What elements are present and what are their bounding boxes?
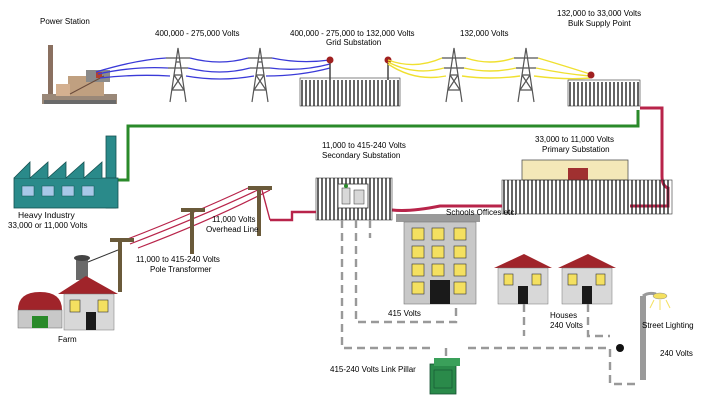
label-240v: 240 Volts	[660, 349, 693, 358]
label-link-pillar: 415-240 Volts Link Pillar	[330, 365, 416, 374]
label-bulk-voltage: 132,000 to 33,000 Volts	[557, 9, 641, 18]
cable-junction	[616, 344, 624, 352]
overhead-line	[110, 186, 272, 292]
label-overhead-voltage: 11,000 Volts	[212, 215, 255, 224]
label-415v: 415 Volts	[388, 309, 421, 318]
label-pole-transformer: Pole Transformer	[150, 265, 212, 274]
house-2	[558, 254, 616, 305]
label-pole-voltage: 11,000 to 415-240 Volts	[136, 255, 220, 264]
link-pillar	[429, 358, 460, 395]
label-heavy-industry: Heavy Industry	[18, 210, 75, 220]
label-primary-voltage: 33,000 to 11,000 Volts	[535, 135, 614, 144]
street-light	[640, 291, 671, 380]
secondary-substation	[315, 177, 393, 221]
line-to-heavy-industry	[110, 110, 640, 182]
label-street-lighting: Street Lighting	[642, 321, 694, 330]
line-400kv	[95, 57, 331, 80]
label-primary-substation: Primary Substation	[542, 145, 610, 154]
label-schools-offices: Schools Offices etc.	[446, 208, 517, 217]
label-secondary-substation: Secondary Substation	[322, 151, 400, 160]
lv-cables	[340, 220, 640, 386]
power-station	[42, 45, 117, 104]
heavy-industry-factory	[13, 135, 119, 209]
label-132kv: 132,000 Volts	[460, 29, 508, 38]
line-11kv-primary-secondary	[391, 204, 502, 212]
line-11kv-overhead-feed	[270, 210, 316, 222]
label-400-275kv: 400,000 - 275,000 Volts	[155, 29, 240, 38]
label-bulk-supply-point: Bulk Supply Point	[568, 19, 631, 28]
label-grid-substation-voltage: 400,000 - 275,000 to 132,000 Volts	[290, 29, 415, 38]
label-farm: Farm	[58, 335, 77, 344]
pylon-132kv-1	[442, 47, 466, 103]
house-1	[494, 254, 552, 305]
bulk-supply-point	[567, 71, 641, 107]
label-overhead-line: Overhead Line	[206, 225, 259, 234]
pylon-400kv-2	[248, 47, 272, 103]
pylon-132kv-2	[514, 47, 538, 103]
school-office-building	[396, 214, 480, 305]
label-power-station: Power Station	[40, 17, 90, 26]
label-houses: Houses	[550, 311, 577, 320]
label-grid-substation: Grid Substation	[326, 38, 381, 47]
farm-house	[58, 276, 118, 331]
label-secondary-voltage: 11,000 to 415-240 Volts	[322, 141, 406, 150]
grid-substation	[299, 56, 401, 107]
farm-barn	[17, 292, 63, 329]
label-heavy-industry-voltage: 33,000 or 11,000 Volts	[8, 221, 87, 230]
label-houses-voltage: 240 Volts	[550, 321, 583, 330]
pylon-400kv-1	[166, 47, 190, 103]
primary-substation	[501, 159, 673, 215]
line-132kv	[387, 57, 591, 80]
